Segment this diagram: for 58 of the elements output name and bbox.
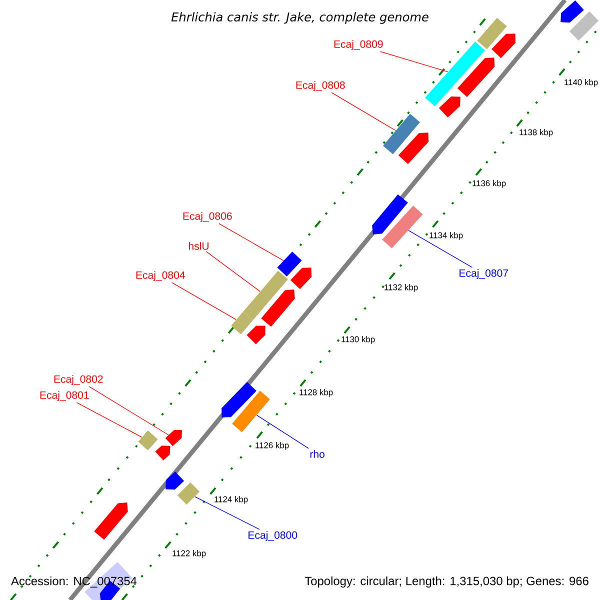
gene-label: Ecaj_0800 <box>248 531 298 541</box>
leader-line <box>380 51 448 72</box>
gene-label: Ecaj_0806 <box>183 212 232 222</box>
gene-feature <box>231 312 253 334</box>
scale-label: 1128 kbp <box>300 389 333 397</box>
gene-feature <box>277 252 302 276</box>
gene-label: Ecaj_0809 <box>334 40 383 50</box>
gene-feature <box>290 268 312 290</box>
gene-feature <box>222 382 256 418</box>
scale-label: 1140 kbp <box>564 79 598 87</box>
gene-label: Ecaj_0807 <box>460 269 508 279</box>
scale-label: 1136 kbp <box>472 180 506 188</box>
gene-feature <box>177 482 200 505</box>
gene-label: Ecaj_0801 <box>40 391 89 401</box>
gene-label: Ecaj_0808 <box>296 81 345 91</box>
gene-feature <box>425 42 485 106</box>
gene-feature <box>372 194 408 235</box>
leader-line <box>206 251 260 292</box>
gene-feature <box>138 430 158 450</box>
scale-label: 1122 kbp <box>172 550 206 558</box>
gene-feature <box>232 390 270 432</box>
scale-label: 1124 kbp <box>214 496 248 504</box>
leader-line <box>408 230 473 268</box>
gene-label: hslU <box>188 242 208 250</box>
title: Ehrlichia canis str. Jake, complete genome <box>171 12 428 24</box>
gene-feature <box>382 206 423 248</box>
leader-line <box>256 414 309 449</box>
gene-feature <box>492 34 516 58</box>
info-text: Topology: circular; Length: 1,315,030 bp; Genes: 966 <box>304 576 588 588</box>
leader-line <box>331 92 396 131</box>
gene-label: Ecaj_0804 <box>136 271 185 281</box>
gene-label: Ecaj_0802 <box>54 375 103 385</box>
gene-feature <box>457 58 495 97</box>
scale-label: 1138 kbp <box>520 129 553 137</box>
scale-label: 1130 kbp <box>342 336 375 344</box>
scale-label: 1134 kbp <box>430 232 463 240</box>
gene-feature <box>477 18 507 50</box>
info-text: Accession: NC_007354 <box>11 576 137 588</box>
gene-feature <box>560 0 584 23</box>
gene-feature <box>165 430 182 446</box>
leader-line <box>88 386 169 436</box>
leader-line <box>194 496 260 530</box>
gene-feature <box>398 132 429 164</box>
leader-line <box>218 223 284 261</box>
leader-line <box>172 282 236 320</box>
gene-feature <box>94 502 128 540</box>
gene-feature <box>569 11 599 41</box>
gene-feature <box>261 290 295 327</box>
gene-feature <box>438 96 460 118</box>
scale-label: 1132 kbp <box>384 284 418 292</box>
gene-feature <box>383 114 420 154</box>
leader-line <box>76 402 142 438</box>
gene-feature <box>166 471 184 490</box>
gene-label: rho <box>310 450 324 458</box>
gene-feature <box>155 446 170 460</box>
gene-feature <box>246 326 266 344</box>
scale-label: 1126 kbp <box>256 442 289 450</box>
gene-feature <box>243 270 288 320</box>
